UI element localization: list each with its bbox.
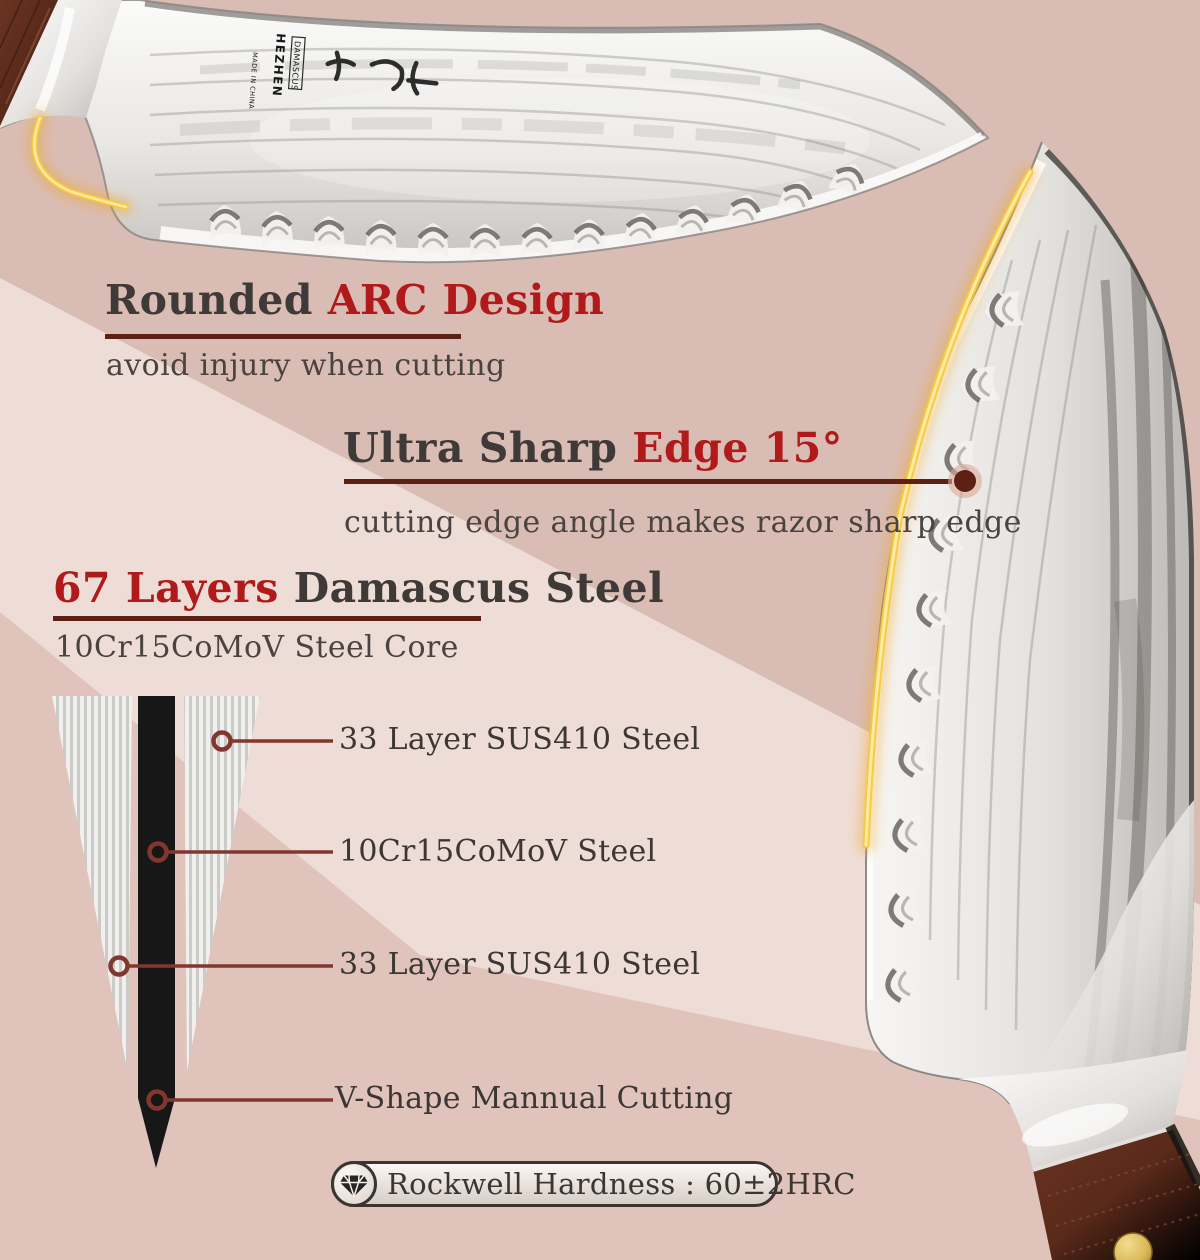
arc-glow: [27, 111, 133, 214]
top-blade-texture: [144, 0, 988, 263]
arc-section-subtitle: avoid injury when cutting: [106, 348, 506, 383]
outer-layer-right: [184, 696, 260, 1071]
edge-glow: [858, 164, 1038, 853]
hardness-badge: Rockwell Hardness : 60±2HRC: [331, 1161, 855, 1207]
arc-section-title: Rounded ARC Design: [105, 276, 605, 324]
edge-title-plain: Ultra Sharp: [343, 424, 633, 472]
blade-markings: HEZHEN MADE IN CHINA DAMASCUS: [247, 33, 439, 110]
arc-title-rule: [105, 334, 461, 339]
layers-title-rule: [53, 616, 481, 621]
damascus-stamp-text: DAMASCUS: [289, 41, 301, 91]
layers-section-subtitle: 10Cr15CoMoV Steel Core: [55, 630, 459, 665]
edge-section-title: Ultra Sharp Edge 15°: [343, 424, 843, 472]
layer-label-outer-bottom: 33 Layer SUS410 Steel: [339, 947, 701, 982]
brand-logo-text: HEZHEN: [270, 33, 288, 98]
layer-label-core: 10Cr15CoMoV Steel: [339, 834, 657, 869]
steel-layer-diagram: [52, 696, 333, 1168]
layers-title-plain: Damascus Steel: [278, 564, 665, 612]
diamond-icon: [331, 1161, 377, 1207]
layer-label-outer-top: 33 Layer SUS410 Steel: [339, 722, 701, 757]
layer-label-vshape: V-Shape Mannual Cutting: [335, 1081, 734, 1116]
arc-title-accent: ARC Design: [327, 276, 605, 324]
hardness-badge-label: Rockwell Hardness : 60±2HRC: [387, 1167, 856, 1201]
edge-title-accent: Edge 15°: [632, 424, 843, 472]
diagram-callouts: [108, 730, 333, 1111]
made-in-text: MADE IN CHINA: [247, 52, 259, 110]
calligraphy-marks: [325, 50, 439, 96]
edge-callout: [344, 464, 982, 498]
top-blade: [0, 0, 988, 263]
arc-title-plain: Rounded: [105, 276, 328, 324]
handle-rivet: [1113, 1232, 1153, 1260]
outer-layer-left: [52, 696, 132, 1073]
top-knife-handle: [0, 0, 58, 126]
core-layer-bar: [138, 696, 175, 1168]
edge-section-subtitle: cutting edge angle makes razor sharp edg…: [344, 505, 1022, 540]
damascus-stamp: DAMASCUS: [287, 36, 306, 91]
layers-section-title: 67 Layers Damascus Steel: [53, 564, 665, 612]
layers-title-accent: 67 Layers: [53, 564, 279, 612]
top-blade-outline: [0, 0, 990, 264]
santoku-knife-top: HEZHEN MADE IN CHINA DAMASCUS: [0, 0, 990, 264]
